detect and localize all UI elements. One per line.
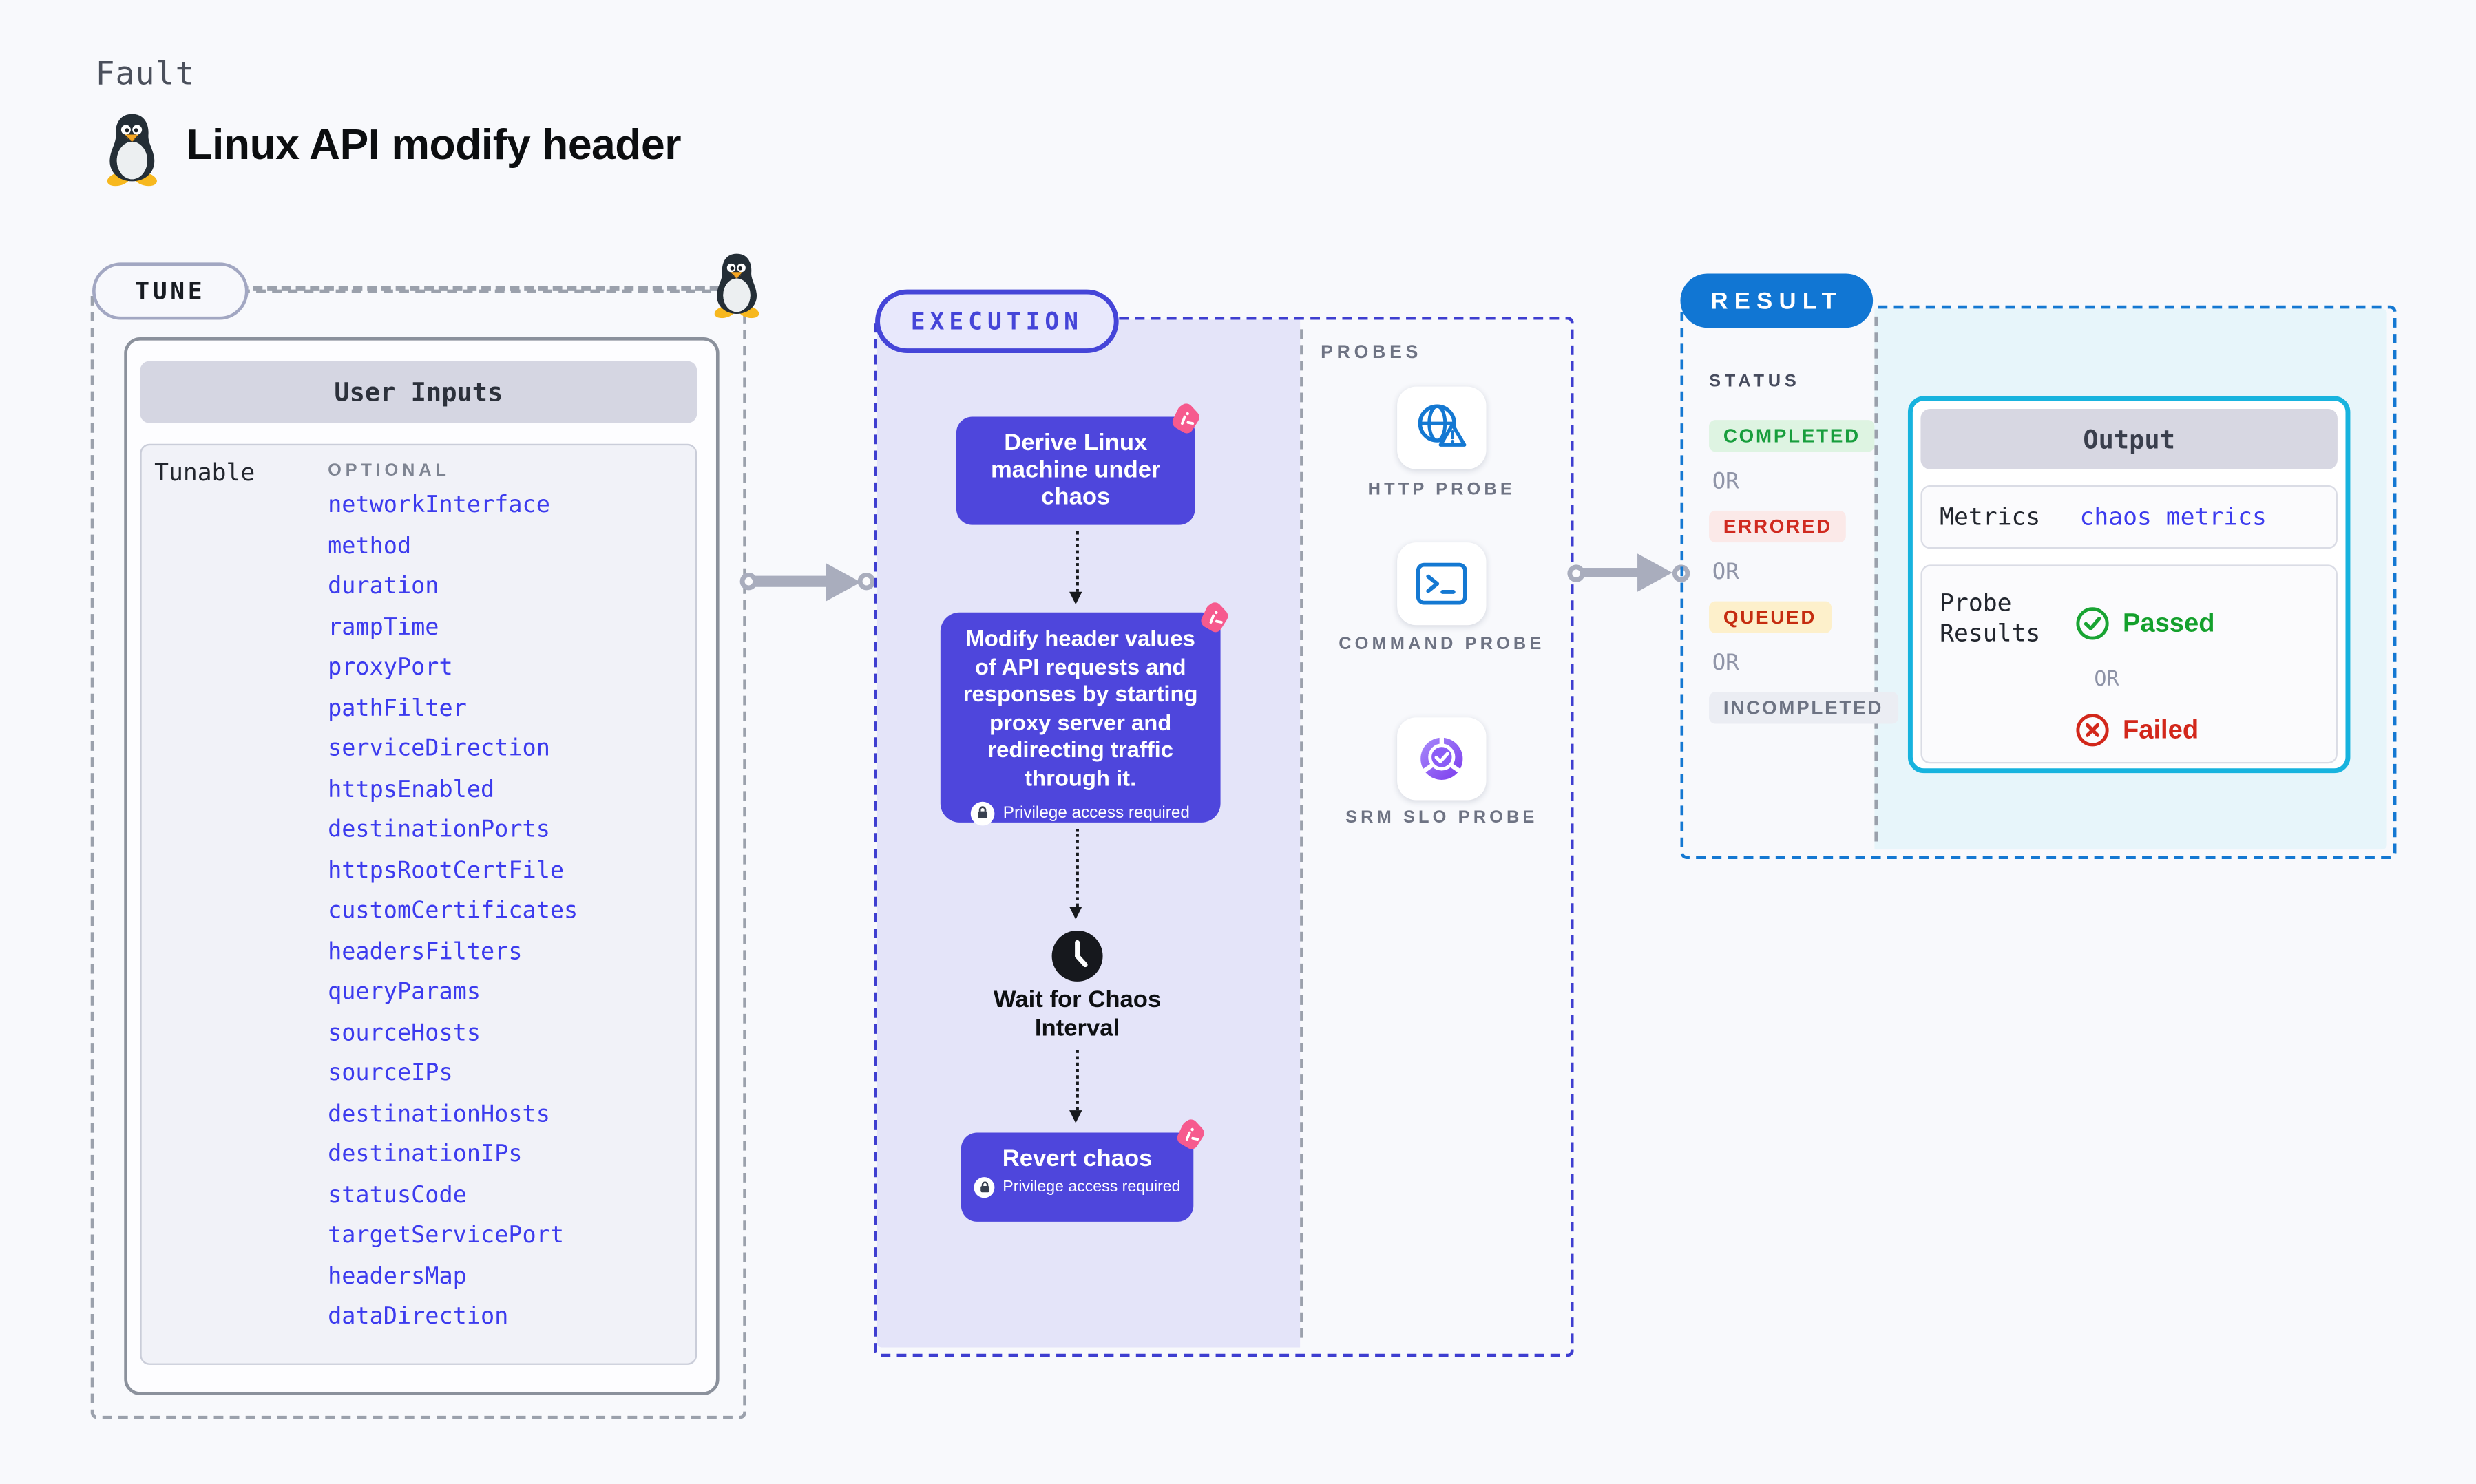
params-list: networkInterface method duration rampTime pr… bbox=[328, 493, 578, 1330]
tune-to-execution-arrow-line bbox=[754, 576, 834, 587]
x-circle-icon bbox=[2076, 714, 2109, 747]
execution-group-box bbox=[873, 316, 1574, 1357]
probe-results-row bbox=[1920, 564, 2338, 764]
metrics-row bbox=[1920, 485, 2338, 549]
check-circle-icon bbox=[2076, 607, 2109, 640]
execution-to-result-arrow-line bbox=[1582, 567, 1646, 578]
probe-results-or: OR bbox=[2094, 668, 2119, 692]
tux-penguin-icon bbox=[105, 114, 159, 187]
param-link[interactable]: targetServicePort bbox=[328, 1223, 565, 1249]
tune-pill: TUNE bbox=[92, 262, 249, 320]
param-link[interactable]: destinationIPs bbox=[328, 1142, 523, 1168]
param-link[interactable]: sourceHosts bbox=[328, 1020, 481, 1046]
privilege-note: Privilege access required bbox=[953, 799, 1208, 827]
result-pill: RESULT bbox=[1680, 273, 1874, 328]
result-arrow-start-dot bbox=[1566, 564, 1584, 582]
derive-to-modify-arrow bbox=[1069, 531, 1082, 605]
result-group-box bbox=[1680, 305, 2397, 859]
tune-connector-line bbox=[238, 286, 720, 291]
status-or-separator: OR bbox=[1712, 650, 1739, 677]
wait-to-revert-arrow bbox=[1069, 1050, 1082, 1123]
command-probe-label: COMMAND PROBE bbox=[1339, 635, 1545, 654]
terminal-icon bbox=[1416, 562, 1467, 605]
privilege-note: Privilege access required bbox=[961, 1177, 1193, 1198]
tune-group-box bbox=[90, 289, 746, 1419]
chaos-pink-icon bbox=[1173, 1118, 1206, 1152]
execution-probes-divider bbox=[1300, 329, 1303, 1338]
srm-slo-probe-card bbox=[1397, 717, 1487, 801]
http-probe-label: HTTP PROBE bbox=[1367, 480, 1515, 500]
status-badge-errored: ERRORED bbox=[1709, 510, 1847, 543]
param-link[interactable]: proxyPort bbox=[328, 655, 453, 681]
param-link[interactable]: dataDirection bbox=[328, 1304, 509, 1331]
status-badge-completed: COMPLETED bbox=[1709, 420, 1875, 452]
param-link[interactable]: networkInterface bbox=[328, 493, 550, 519]
param-link[interactable]: rampTime bbox=[328, 615, 439, 641]
chaos-pink-icon bbox=[1196, 601, 1230, 635]
lock-icon bbox=[974, 1177, 995, 1198]
output-title: Output bbox=[1920, 408, 2338, 469]
param-link[interactable]: headersMap bbox=[328, 1264, 467, 1290]
param-link[interactable]: pathFilter bbox=[328, 696, 467, 722]
page-title: Linux API modify header bbox=[186, 120, 682, 169]
fault-kicker: Fault bbox=[95, 54, 196, 93]
failed-label: Failed bbox=[2122, 714, 2199, 744]
param-link[interactable]: method bbox=[328, 533, 412, 560]
globe-warning-icon bbox=[1418, 404, 1467, 447]
modify-header-step-text: Modify header values of API requests and… bbox=[963, 626, 1198, 792]
status-or-separator: OR bbox=[1712, 469, 1739, 495]
wait-chaos-interval-label: Wait for Chaos Interval bbox=[993, 986, 1162, 1042]
passed-label: Passed bbox=[2122, 608, 2215, 637]
tunables-panel bbox=[140, 443, 697, 1365]
param-link[interactable]: httpsEnabled bbox=[328, 776, 495, 803]
param-link[interactable]: serviceDirection bbox=[328, 736, 550, 762]
modify-to-wait-arrow bbox=[1069, 829, 1082, 920]
privilege-note-text: Privilege access required bbox=[1003, 803, 1190, 822]
chaos-pink-icon bbox=[1168, 402, 1202, 436]
param-link[interactable]: customCertificates bbox=[328, 898, 578, 924]
privilege-note-text: Privilege access required bbox=[1003, 1178, 1181, 1196]
param-link[interactable]: httpsRootCertFile bbox=[328, 858, 565, 884]
lock-icon bbox=[971, 801, 996, 826]
param-link[interactable]: queryParams bbox=[328, 979, 481, 1006]
probe-results-label: Probe Results bbox=[1940, 589, 2041, 648]
status-badge-incompleted: INCOMPLETED bbox=[1709, 692, 1898, 724]
param-link[interactable]: statusCode bbox=[328, 1183, 467, 1209]
probe-passed-row: Passed bbox=[2075, 606, 2215, 642]
probe-failed-row: Failed bbox=[2075, 712, 2199, 748]
probes-label: PROBES bbox=[1321, 343, 1423, 363]
clock-icon bbox=[1051, 930, 1103, 982]
revert-chaos-step-text: Revert chaos bbox=[1002, 1145, 1153, 1173]
status-or-separator: OR bbox=[1712, 560, 1739, 586]
http-probe-card bbox=[1397, 386, 1487, 469]
execution-pill: EXECUTION bbox=[875, 289, 1119, 354]
revert-chaos-step: Revert chaos Privilege access required bbox=[961, 1132, 1194, 1222]
status-label: STATUS bbox=[1709, 372, 1801, 392]
execution-to-result-arrow-head bbox=[1637, 553, 1672, 592]
tune-arrow-end-dot bbox=[857, 572, 876, 591]
srm-slo-probe-label: SRM SLO PROBE bbox=[1345, 808, 1538, 827]
optional-label: OPTIONAL bbox=[328, 461, 450, 480]
param-link[interactable]: destinationHosts bbox=[328, 1101, 550, 1127]
param-link[interactable]: headersFilters bbox=[328, 939, 523, 965]
param-link[interactable]: sourceIPs bbox=[328, 1061, 453, 1087]
command-probe-card bbox=[1397, 542, 1487, 626]
modify-header-step: Modify header values of API requests and… bbox=[940, 612, 1221, 826]
param-link[interactable]: duration bbox=[328, 574, 439, 600]
derive-machine-step: Derive Linux machine under chaos bbox=[956, 416, 1195, 525]
tune-arrow-start-dot bbox=[739, 572, 757, 591]
tunable-row-label: Tunable bbox=[154, 458, 255, 487]
status-output-divider bbox=[1874, 316, 1878, 842]
chaos-metrics-link[interactable]: chaos metrics bbox=[2079, 502, 2267, 531]
status-badge-queued: QUEUED bbox=[1709, 601, 1831, 633]
status-badges-column: COMPLETED OR ERRORED OR QUEUED OR INCOMPLETED bbox=[1709, 420, 1898, 724]
slo-donut-check-icon bbox=[1420, 736, 1463, 780]
tux-penguin-corner-icon bbox=[713, 253, 761, 319]
tune-to-execution-arrow-head bbox=[826, 562, 861, 601]
user-inputs-title: User Inputs bbox=[140, 361, 697, 423]
param-link[interactable]: destinationPorts bbox=[328, 817, 550, 843]
metrics-label: Metrics bbox=[1940, 502, 2041, 531]
